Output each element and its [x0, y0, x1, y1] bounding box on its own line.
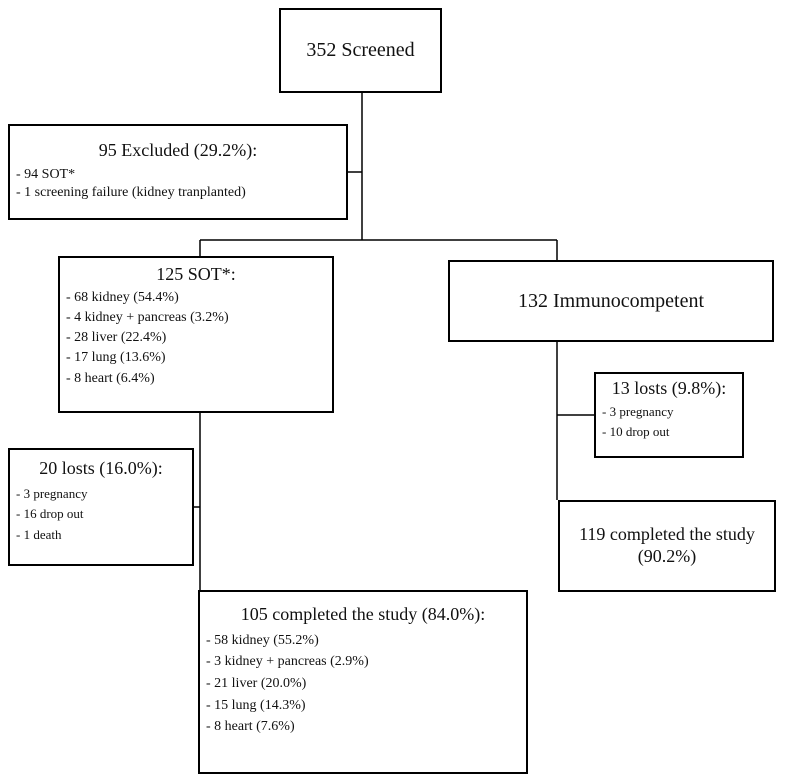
completed-sot-title: 105 completed the study (84.0%): [240, 604, 486, 624]
sot-item: - 68 kidney (54.4%) [66, 289, 179, 305]
sot-item: - 17 lung (13.6%) [66, 350, 166, 366]
immunocompetent-box: 132 Immunocompetent [448, 260, 774, 342]
excluded-item: - 1 screening failure (kidney tranplante… [16, 185, 246, 201]
screened-label: 352 Screened [306, 39, 415, 61]
sot-item: - 8 heart (6.4%) [66, 370, 155, 386]
screened-box: 352 Screened [279, 8, 442, 93]
lost-sot-title: 20 losts (16.0%): [39, 458, 163, 478]
lost-immunocompetent-item: - 10 drop out [602, 423, 670, 439]
lost-immunocompetent-item: - 3 pregnancy [602, 403, 674, 419]
completed-sot-item: - 8 heart (7.6%) [206, 719, 295, 735]
completed-sot-item: - 15 lung (14.3%) [206, 697, 306, 713]
completed-sot-item: - 58 kidney (55.2%) [206, 632, 319, 648]
excluded-title: 95 Excluded (29.2%): [98, 140, 258, 160]
lost-sot-box: 20 losts (16.0%): - 3 pregnancy - 16 dro… [8, 448, 194, 566]
completed-immunocompetent-box: 119 completed the study (90.2%) [558, 500, 776, 592]
lost-immunocompetent-title: 13 losts (9.8%): [611, 378, 727, 398]
immunocompetent-label: 132 Immunocompetent [517, 289, 705, 312]
completed-sot-item: - 21 liver (20.0%) [206, 675, 307, 691]
lost-sot-item: - 1 death [16, 527, 62, 543]
sot-title: 125 SOT*: [156, 264, 236, 284]
sot-item: - 28 liver (22.4%) [66, 330, 167, 346]
completed-sot-item: - 3 kidney + pancreas (2.9%) [206, 654, 369, 670]
completed-sot-box: 105 completed the study (84.0%): - 58 ki… [198, 590, 528, 774]
completed-immunocompetent-label: 119 completed the study (90.2%) [579, 524, 755, 566]
sot-box: 125 SOT*: - 68 kidney (54.4%) - 4 kidney… [58, 256, 334, 413]
lost-sot-item: - 16 drop out [16, 506, 84, 522]
lost-sot-item: - 3 pregnancy [16, 485, 88, 501]
excluded-box: 95 Excluded (29.2%): - 94 SOT* - 1 scree… [8, 124, 348, 220]
sot-item: - 4 kidney + pancreas (3.2%) [66, 309, 229, 325]
lost-immunocompetent-box: 13 losts (9.8%): - 3 pregnancy - 10 drop… [594, 372, 744, 458]
excluded-item: - 94 SOT* [16, 166, 76, 182]
